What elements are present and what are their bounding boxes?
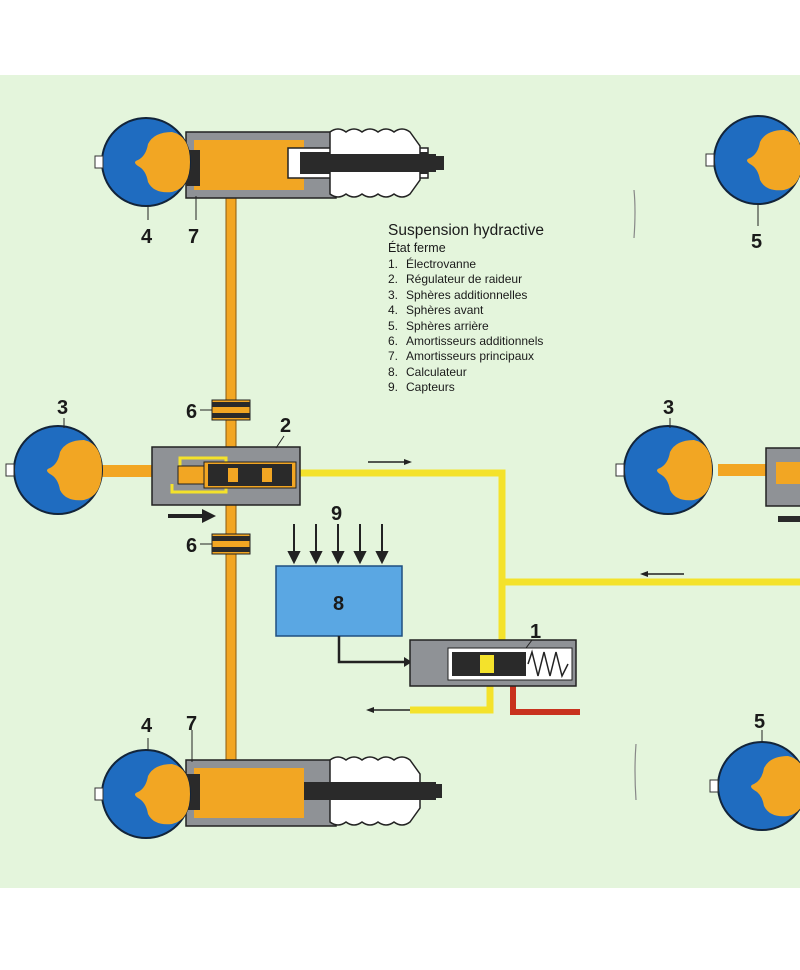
control-signal-arrow <box>404 657 412 667</box>
legend-item-number: 6. <box>388 334 399 349</box>
legend-item-number: 3. <box>388 287 399 302</box>
rear-sphere-top-partial <box>713 115 800 205</box>
front-sphere-top <box>101 117 191 207</box>
callout-front-sphere-bottom: 4 <box>141 715 153 737</box>
callout-stiffness-regulator: 2 <box>280 415 291 437</box>
legend-item-label: Sphères avant <box>406 303 484 318</box>
additional-damper-lower <box>211 533 251 555</box>
front-strut-top <box>185 128 444 199</box>
sensor-arrows <box>287 524 389 565</box>
callout-main-damper-bottom: 7 <box>186 713 197 735</box>
legend-item: 2. Régulateur de raideur <box>388 272 544 287</box>
additional-sphere-left <box>13 425 103 515</box>
stiffness-regulator <box>151 446 301 506</box>
crease-marks <box>633 189 637 801</box>
legend-item-number: 1. <box>388 257 399 271</box>
callout-sensors: 9 <box>331 503 342 525</box>
legend-item-label: Amortisseurs additionnels <box>406 334 544 349</box>
diagram-title: Suspension hydractive <box>388 222 544 239</box>
legend-item-label: Sphères arrière <box>406 318 489 333</box>
legend-item-label: Capteurs <box>406 380 455 395</box>
callout-main-damper-top: 7 <box>188 226 199 248</box>
right-regulator-partial <box>718 447 800 522</box>
legend-item: 6. Amortisseurs additionnels <box>388 334 544 349</box>
legend-item: 5. Sphères arrière <box>388 319 544 334</box>
callout-rear-sphere-bottom: 5 <box>754 711 765 733</box>
legend-item-label: Amortisseurs principaux <box>406 349 535 364</box>
legend-item-label: Électrovanne <box>406 257 477 271</box>
legend-item: 3. Sphères additionnelles <box>388 288 544 303</box>
diagram-legend: Suspension hydractive État ferme 1. Élect… <box>388 222 544 396</box>
callout-additional-sphere-right: 3 <box>663 397 674 419</box>
legend-item: 8. Calculateur <box>388 365 544 380</box>
callout-computer: 8 <box>333 593 344 615</box>
flow-arrows <box>168 459 684 713</box>
callout-additional-damper-lower: 6 <box>186 535 197 557</box>
legend-item-number: 5. <box>388 318 399 333</box>
rear-sphere-bottom-partial <box>717 741 800 831</box>
diagram-subtitle: État ferme <box>388 241 446 255</box>
legend-item-number: 2. <box>388 272 399 287</box>
solenoid-valve <box>409 639 577 687</box>
high-pressure-line <box>510 678 580 715</box>
legend-item-label: Sphères additionnelles <box>406 287 528 302</box>
callout-additional-damper-upper: 6 <box>186 401 197 423</box>
legend-item: 4. Sphères avant <box>388 303 544 318</box>
legend-item-number: 4. <box>388 303 399 318</box>
legend-item-number: 9. <box>388 380 399 395</box>
legend-item: 7. Amortisseurs principaux <box>388 349 544 364</box>
sphere-tips <box>5 153 719 801</box>
legend-item-label: Calculateur <box>406 364 467 379</box>
front-sphere-bottom <box>101 749 191 839</box>
additional-damper-upper <box>211 399 251 421</box>
front-strut-bottom <box>185 756 442 827</box>
additional-sphere-right-partial <box>623 425 713 515</box>
callout-front-sphere-top: 4 <box>141 226 153 248</box>
callout-rear-sphere-top: 5 <box>751 231 762 253</box>
control-signal-line <box>337 636 404 664</box>
legend-item-number: 8. <box>388 364 399 379</box>
legend-item-label: Régulateur de raideur <box>406 272 523 287</box>
legend-item: 1. Électrovanne <box>388 257 544 272</box>
legend-item-number: 7. <box>388 349 399 364</box>
legend-item: 9. Capteurs <box>388 380 544 395</box>
leader-lines <box>63 196 763 762</box>
callout-solenoid-valve: 1 <box>530 621 541 643</box>
callout-additional-sphere-left: 3 <box>57 397 68 419</box>
legend-list: 1. Électrovanne 2. Régulateur de raideur 3… <box>388 257 544 396</box>
